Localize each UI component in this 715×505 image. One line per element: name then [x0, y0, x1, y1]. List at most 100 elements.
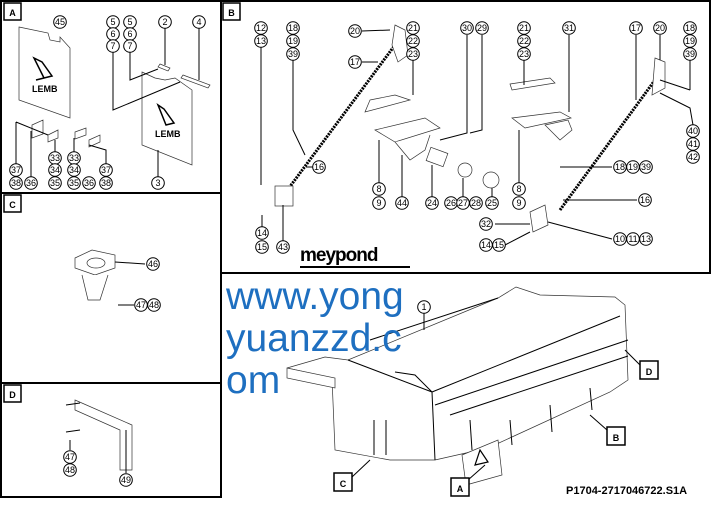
callout-circle: [67, 176, 81, 190]
part-callout: 13: [639, 232, 653, 246]
panel-d-label: D: [3, 384, 22, 403]
callout-number: 18: [685, 23, 695, 33]
callout-number: 6: [110, 29, 115, 39]
callout-number: 15: [494, 240, 504, 250]
clamp-brackets-drawing: [15, 119, 107, 178]
detail-letter: B: [613, 433, 620, 443]
detail-letter: C: [340, 479, 347, 489]
part-callout: 9: [372, 196, 386, 210]
callout-number: 20: [350, 26, 360, 36]
callout-number: 22: [408, 36, 418, 46]
callout-number: 46: [148, 259, 158, 269]
part-callout: 43: [276, 240, 290, 254]
callout-circle: [372, 182, 386, 196]
callout-number: 7: [110, 41, 115, 51]
callout-number: 17: [631, 23, 641, 33]
callout-number: 8: [516, 184, 521, 194]
callout-number: 28: [471, 198, 481, 208]
callout-number: 18: [288, 23, 298, 33]
callout-number: 7: [127, 41, 132, 51]
callout-number: 45: [55, 17, 65, 27]
callout-number: 43: [278, 242, 288, 252]
detail-marker-c: C: [333, 472, 353, 492]
part-callout: 34: [48, 163, 62, 177]
callout-number: 19: [685, 36, 695, 46]
callout-number: 8: [376, 184, 381, 194]
part-callout: 18: [613, 160, 627, 174]
callout-number: 35: [50, 178, 60, 188]
part-callout: 17: [629, 21, 643, 35]
part-callout: 20: [348, 24, 362, 38]
part-callout: 47: [134, 298, 148, 312]
part-callout: 6: [106, 27, 120, 41]
part-callout: 36: [24, 176, 38, 190]
callout-number: 6: [127, 29, 132, 39]
callout-circle: [469, 196, 483, 210]
part-callout: 7: [123, 39, 137, 53]
callout-number: 5: [127, 17, 132, 27]
part-callout: 15: [255, 240, 269, 254]
hitch-bracket-drawing: [74, 249, 146, 306]
callout-circle: [53, 15, 67, 29]
part-callout: 18: [683, 21, 697, 35]
part-callout: 44: [395, 196, 409, 210]
callout-number: 25: [487, 198, 497, 208]
callout-circle: [639, 160, 653, 174]
detail-letter: B: [228, 8, 235, 18]
panel-c-frame: [0, 192, 222, 384]
part-callout: 8: [512, 182, 526, 196]
bracket-assembly-right-drawing: [509, 35, 573, 183]
stay-chain-left-drawing: [260, 24, 414, 242]
callout-number: 47: [65, 452, 75, 462]
callout-circle: [638, 193, 652, 207]
part-callout: 22: [517, 34, 531, 48]
part-callout: 42: [686, 150, 700, 164]
callout-number: 19: [628, 162, 638, 172]
part-callout: 24: [425, 196, 439, 210]
part-callout: 38: [99, 176, 113, 190]
callout-number: 26: [446, 198, 456, 208]
part-callout: 2: [158, 15, 172, 29]
callout-number: 12: [256, 23, 266, 33]
callout-number: 24: [427, 198, 437, 208]
part-callout: 5: [106, 15, 120, 29]
callout-circle: [629, 21, 643, 35]
mudflap-right-drawing: LEMB: [112, 28, 211, 178]
callout-circle: [119, 473, 133, 487]
part-callout: 14: [255, 226, 269, 240]
part-callout: 35: [67, 176, 81, 190]
part-callout: 25: [485, 196, 499, 210]
callout-number: 11: [628, 234, 637, 244]
part-callout: 17: [348, 55, 362, 69]
detail-letter: D: [646, 367, 653, 377]
callout-number: 37: [11, 165, 21, 175]
part-callout: 40: [686, 124, 700, 138]
part-callout: 29: [475, 21, 489, 35]
callout-number: 23: [408, 49, 418, 59]
callout-circle: [348, 24, 362, 38]
callout-circle: [99, 176, 113, 190]
callout-number: 16: [640, 195, 650, 205]
part-callout: 10: [613, 232, 627, 246]
callout-number: 19: [288, 36, 298, 46]
callout-circle: [460, 21, 474, 35]
callout-circle: [63, 463, 77, 477]
panel-b-label: B: [222, 2, 241, 21]
part-callout: 46: [146, 257, 160, 271]
dump-body-drawing: [286, 286, 641, 486]
part-callout: 3: [151, 176, 165, 190]
callout-number: 13: [256, 36, 266, 46]
callout-circle: [254, 34, 268, 48]
callout-number: 39: [641, 162, 651, 172]
part-callout: 14: [479, 238, 493, 252]
detail-marker-b: B: [606, 426, 626, 446]
obscured-label: meypond: [300, 246, 410, 268]
panel-b-frame: [220, 0, 711, 274]
callout-circle: [425, 196, 439, 210]
callout-circle: [146, 257, 160, 271]
callout-circle: [48, 176, 62, 190]
callout-number: 13: [641, 234, 651, 244]
part-callout: 23: [406, 47, 420, 61]
part-callout: 32: [479, 217, 493, 231]
callout-number: 2: [162, 17, 167, 27]
